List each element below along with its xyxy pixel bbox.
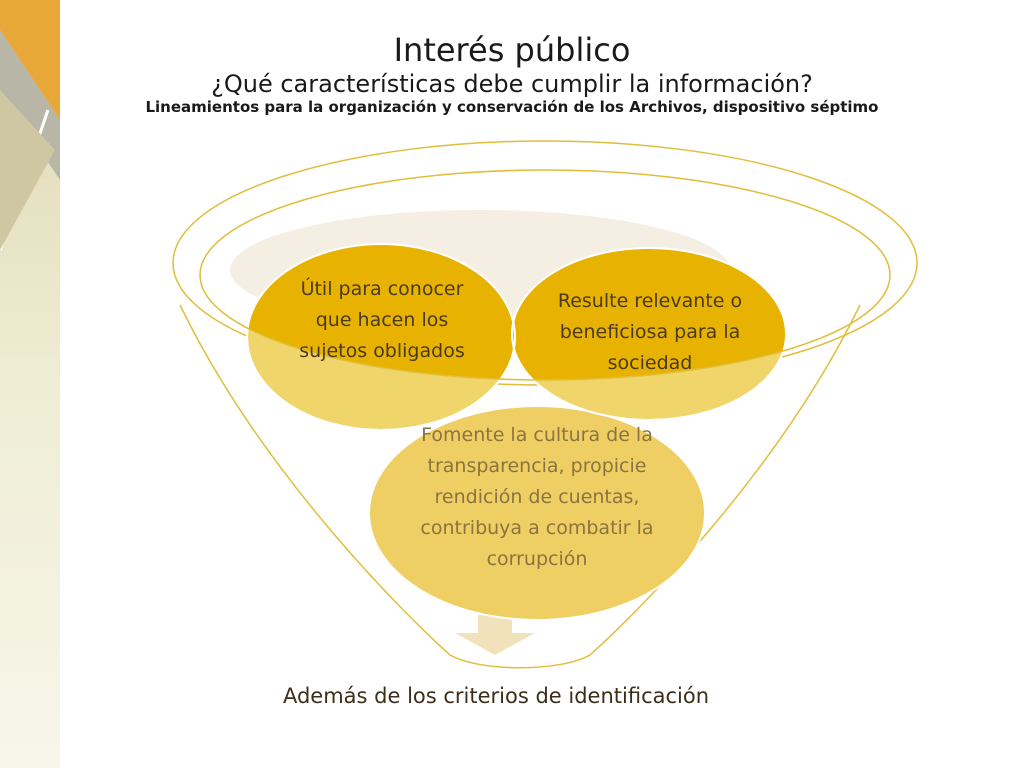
funnel-rim-inner [199, 169, 891, 381]
item-circle-left-inner [247, 244, 515, 380]
orange-corner-shape [0, 0, 60, 120]
item-circle-left-edge [246, 243, 516, 431]
diagram-footer: Además de los criterios de identificació… [282, 684, 710, 708]
item-label-bottom: Fomente la cultura de la transparencia, … [420, 424, 654, 570]
item-label-right: Resulte relevante o beneficiosa para la … [557, 290, 743, 374]
funnel-outline [179, 304, 861, 669]
title-block: Interés público ¿Qué características deb… [60, 30, 964, 116]
down-arrow-icon [455, 615, 535, 655]
item-circle-right-edge [511, 247, 787, 421]
left-decoration [0, 0, 60, 768]
item-label-left: Útil para conocer que hacen los sujetos … [299, 278, 465, 362]
olive-shape [0, 90, 55, 250]
item-circle-bottom [368, 405, 706, 621]
slide-subtitle: ¿Qué características debe cumplir la inf… [211, 70, 813, 98]
slide-title: Interés público [393, 31, 631, 69]
slide-reference: Lineamientos para la organización y cons… [145, 98, 879, 116]
